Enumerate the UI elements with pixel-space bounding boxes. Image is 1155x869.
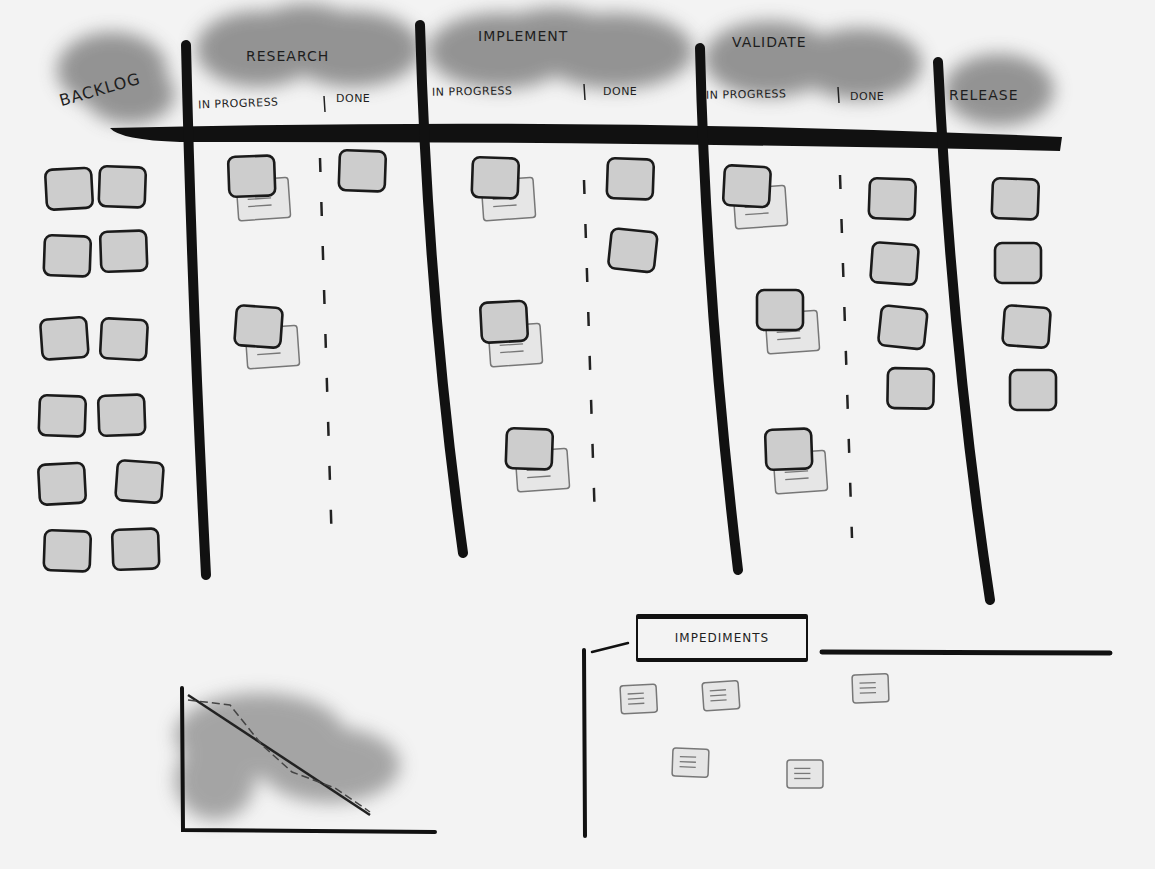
task-card bbox=[607, 158, 654, 200]
task-card bbox=[115, 460, 164, 503]
column-header: RESEARCH bbox=[188, 4, 423, 104]
header-ticks bbox=[324, 84, 839, 112]
sub-column-title: IN PROGRESS bbox=[432, 84, 513, 98]
sub-column-title: DONE bbox=[603, 85, 637, 98]
task-card bbox=[480, 301, 528, 343]
task-card bbox=[506, 428, 553, 470]
column-header: RELEASE bbox=[935, 45, 1060, 135]
task-card bbox=[44, 530, 91, 572]
impediment-note bbox=[787, 760, 823, 788]
task-note bbox=[515, 448, 570, 492]
impediment-note bbox=[672, 748, 709, 777]
task-card bbox=[723, 165, 771, 207]
impediments-frame bbox=[584, 643, 1110, 836]
sub-column-title: IN PROGRESS bbox=[706, 87, 787, 101]
task-card bbox=[887, 368, 934, 409]
column-title: VALIDATE bbox=[732, 34, 807, 50]
task-note bbox=[733, 185, 788, 229]
task-card bbox=[765, 428, 812, 470]
task-card bbox=[1010, 370, 1056, 410]
column-title: RELEASE bbox=[949, 87, 1019, 103]
column-header: BACKLOG bbox=[50, 22, 185, 130]
sub-column-title: DONE bbox=[336, 92, 370, 105]
task-card bbox=[228, 155, 275, 197]
impediment-note bbox=[702, 680, 740, 710]
task-card bbox=[870, 242, 919, 285]
impediments-title: IMPEDIMENTS bbox=[638, 631, 806, 645]
header-bar bbox=[110, 124, 1062, 151]
task-note bbox=[488, 323, 543, 367]
task-card bbox=[1002, 305, 1051, 348]
task-card bbox=[608, 228, 658, 273]
task-card bbox=[39, 395, 86, 437]
task-card bbox=[869, 178, 916, 220]
burndown-chart bbox=[175, 688, 435, 832]
cloud-blob bbox=[944, 54, 1054, 126]
task-card bbox=[98, 394, 145, 436]
task-card bbox=[992, 178, 1039, 220]
task-card bbox=[40, 317, 89, 360]
sub-dividers bbox=[320, 158, 852, 548]
task-card bbox=[995, 243, 1041, 283]
task-card bbox=[38, 463, 86, 505]
task-card bbox=[100, 318, 148, 360]
column-title: IMPLEMENT bbox=[478, 28, 568, 44]
task-note bbox=[236, 177, 291, 221]
impediment-note bbox=[852, 674, 889, 703]
task-card bbox=[878, 305, 928, 350]
column-dividers bbox=[186, 25, 990, 600]
task-card bbox=[757, 290, 803, 330]
task-card bbox=[112, 528, 159, 570]
task-card bbox=[99, 166, 146, 208]
impediment-note bbox=[620, 684, 657, 714]
task-card bbox=[100, 230, 147, 272]
task-card bbox=[45, 168, 93, 210]
column-title: RESEARCH bbox=[246, 48, 329, 64]
sub-column-title: DONE bbox=[850, 90, 884, 103]
task-note bbox=[481, 177, 536, 221]
task-card bbox=[234, 305, 283, 348]
task-card bbox=[44, 235, 91, 277]
task-note bbox=[765, 310, 820, 354]
sub-column-title: IN PROGRESS bbox=[198, 96, 279, 112]
task-note bbox=[773, 450, 828, 494]
task-card bbox=[339, 150, 386, 192]
task-card bbox=[472, 157, 519, 199]
impediments-box: IMPEDIMENTS bbox=[636, 614, 808, 662]
task-note bbox=[245, 325, 300, 369]
cloud-blob bbox=[798, 28, 922, 100]
